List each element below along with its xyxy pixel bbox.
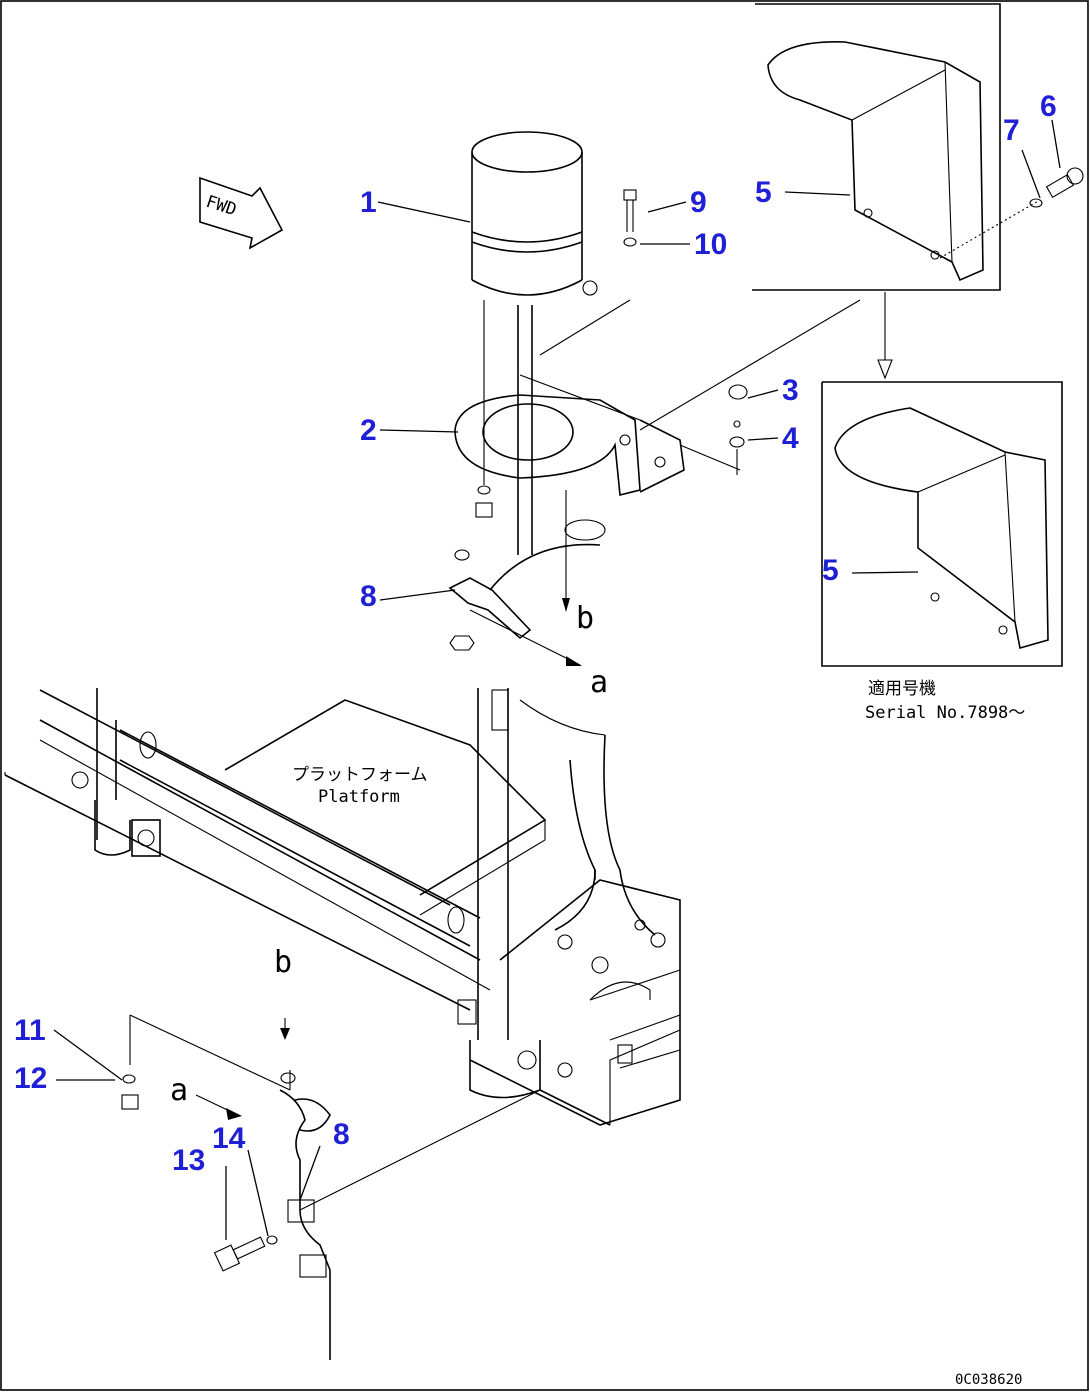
callout-10: 10 — [694, 228, 727, 261]
callout-11: 11 — [14, 1014, 46, 1047]
marker-a-lower: a — [170, 1073, 188, 1108]
marker-a-upper: a — [590, 665, 608, 700]
drawing-code: 0C038620 — [955, 1372, 1022, 1388]
callout-9: 9 — [690, 186, 707, 219]
callout-3: 3 — [782, 374, 799, 407]
callout-8-upper: 8 — [360, 580, 377, 613]
callout-5-bottom: 5 — [822, 554, 839, 587]
serial-note: Serial No.7898～ — [865, 703, 1025, 723]
marker-b-upper: b — [576, 601, 594, 636]
inset-cover-serial — [821, 381, 1063, 667]
bolt-9-icon — [623, 189, 637, 247]
applicable-label-jp: 適用号機 — [868, 679, 936, 699]
leader-lines — [53, 119, 1061, 1240]
mounting-bracket — [454, 299, 861, 497]
bracket-fasteners — [449, 485, 493, 651]
beacon-lamp — [471, 131, 598, 555]
clamp-8-upper — [448, 490, 606, 666]
callout-12: 12 — [14, 1062, 47, 1095]
callout-8-lower: 8 — [333, 1118, 350, 1151]
callout-1: 1 — [360, 186, 377, 219]
callout-6: 6 — [1040, 90, 1057, 123]
platform-assembly — [4, 688, 681, 1126]
harness-clamp-8-lower — [121, 1014, 541, 1360]
bolt-13-icon — [213, 1235, 278, 1272]
transition-arrow-icon — [877, 292, 893, 380]
callout-5-top: 5 — [755, 176, 772, 209]
washer-3-4-icon — [728, 384, 748, 475]
screw-6-icon — [1045, 167, 1084, 198]
callout-14: 14 — [212, 1122, 246, 1155]
callout-13: 13 — [172, 1144, 205, 1177]
fwd-arrow-icon: FWD — [199, 176, 284, 250]
callout-7: 7 — [1003, 114, 1020, 147]
inset-cover-current — [752, 3, 1084, 291]
platform-label-jp: プラットフォーム — [292, 765, 428, 785]
callout-2: 2 — [360, 414, 377, 447]
callout-4: 4 — [782, 422, 799, 455]
platform-label-en: Platform — [318, 787, 400, 807]
callout-labels: 1 2 3 4 5 5 6 7 8 8 9 10 11 12 13 14 — [14, 90, 1057, 1177]
fwd-label: FWD — [203, 192, 238, 221]
marker-b-lower: b — [274, 945, 292, 980]
